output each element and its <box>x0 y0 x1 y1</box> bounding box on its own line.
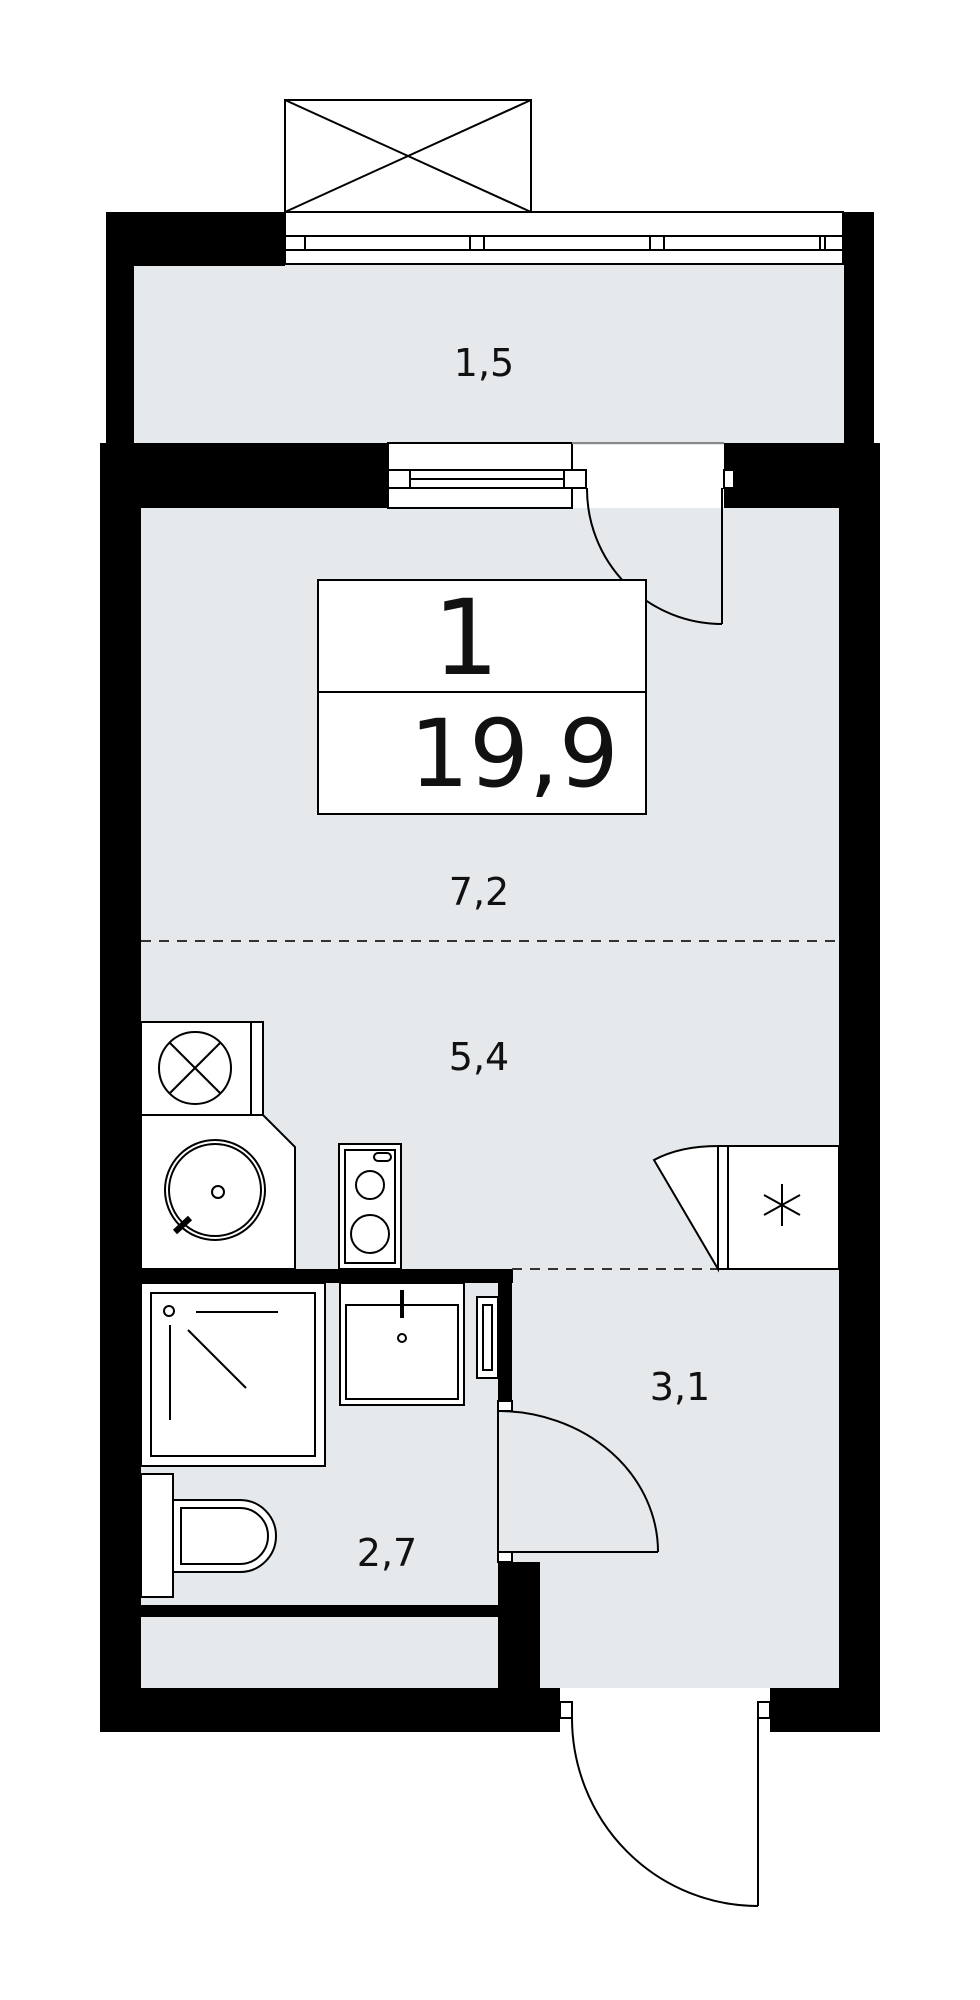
fridge <box>652 1144 840 1273</box>
shower-tray <box>140 1282 326 1467</box>
rooms-count: 1 <box>433 577 499 699</box>
towel-rail <box>476 1296 499 1379</box>
walls <box>100 212 880 1732</box>
kitchen-area: 5,4 <box>449 1035 509 1079</box>
living-window <box>387 442 587 509</box>
bathroom-area: 2,7 <box>357 1531 417 1575</box>
cooktop <box>338 1143 402 1270</box>
living-area: 7,2 <box>449 870 509 914</box>
hall-area: 3,1 <box>650 1365 710 1409</box>
ventilation-box <box>284 99 532 213</box>
kitchen-sink <box>140 1114 296 1270</box>
toilet <box>140 1473 277 1598</box>
bathroom-sink <box>339 1282 465 1406</box>
area-plaque: 1 19,9 <box>317 577 647 815</box>
balcony-railing <box>284 211 844 265</box>
total-area: 19,9 <box>409 700 618 809</box>
balcony-floor <box>134 264 844 445</box>
storage-floor <box>141 1617 498 1688</box>
bathroom-door <box>497 1400 659 1563</box>
washing-machine <box>140 1021 264 1116</box>
balcony-area: 1,5 <box>454 341 514 385</box>
entrance-door <box>559 1701 771 1907</box>
